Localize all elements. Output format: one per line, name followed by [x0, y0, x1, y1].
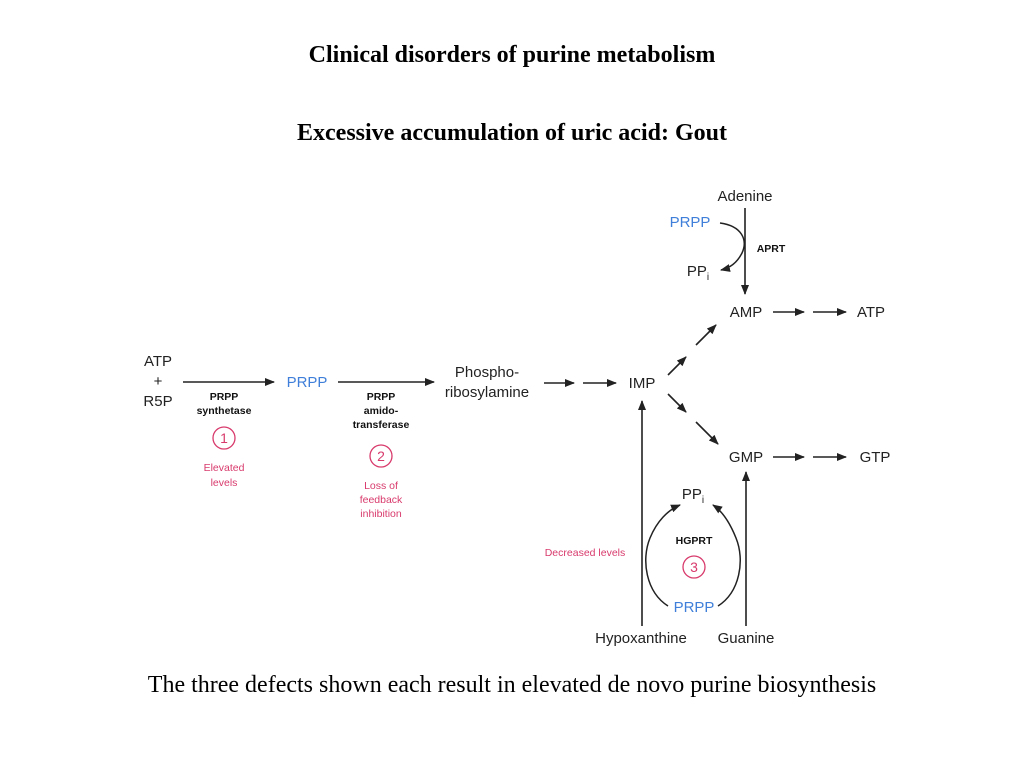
phosphoribosylamine-label-line2: ribosylamine	[445, 384, 529, 401]
guanine-label: Guanine	[718, 630, 775, 647]
adenine-label: Adenine	[717, 188, 772, 205]
prpp-aprt-label: PRPP	[670, 214, 711, 231]
slide-title: Clinical disorders of purine metabolism	[308, 42, 716, 68]
arrow-imp-to-amp-step1	[667, 356, 687, 376]
defect-3-number: 3	[690, 559, 698, 575]
arrow-imp-to-amp-step2	[695, 324, 717, 346]
prpp-hgprt-label: PRPP	[674, 599, 715, 616]
atp-product-label: ATP	[857, 304, 885, 321]
ppi-aprt-label: PPi	[687, 263, 709, 283]
hypoxanthine-label: Hypoxanthine	[595, 630, 687, 647]
r5p-label: R5P	[143, 393, 172, 410]
defect-2-number: 2	[377, 448, 385, 464]
hgprt-left-curved-arrow	[645, 504, 681, 607]
aprt-curved-arrow	[719, 222, 745, 272]
ppi-hgprt-label: PPi	[682, 486, 704, 506]
enzyme-prpp-synthetase-line1: PRPP	[210, 391, 239, 403]
defect-3-circle	[682, 555, 706, 579]
defect-1-note-line2: levels	[211, 477, 238, 489]
defect-1-note-line1: Elevated	[204, 462, 245, 474]
gmp-label: GMP	[729, 449, 763, 466]
enzyme-amidotransferase-line3: transferase	[353, 419, 410, 431]
defect-2-note-line1: Loss of	[364, 480, 398, 492]
ppi-hgprt-subscript: i	[702, 495, 704, 506]
defect-2-note-line3: inhibition	[360, 508, 402, 520]
defect-1-circle	[212, 426, 236, 450]
slide-caption: The three defects shown each result in e…	[147, 672, 877, 698]
amp-label: AMP	[730, 304, 763, 321]
hgprt-right-curved-arrow	[712, 504, 741, 607]
defect-2-circle	[369, 444, 393, 468]
atp-label: ATP	[144, 353, 172, 370]
defect-1-number: 1	[220, 430, 228, 446]
ppi-aprt-main: PP	[687, 263, 707, 280]
plus-sign: +	[154, 373, 163, 390]
arrow-imp-to-gmp-step2	[695, 421, 719, 445]
enzyme-aprt: APRT	[757, 243, 786, 255]
defect-2-note-line2: feedback	[360, 494, 403, 506]
imp-label: IMP	[629, 375, 656, 392]
slide-subtitle: Excessive accumulation of uric acid: Gou…	[297, 120, 727, 146]
enzyme-prpp-synthetase-line2: synthetase	[197, 405, 252, 417]
phosphoribosylamine-label-line1: Phospho-	[455, 364, 519, 381]
defect-3-note: Decreased levels	[545, 547, 626, 559]
gtp-label: GTP	[860, 449, 891, 466]
enzyme-amidotransferase-line2: amido-	[364, 405, 399, 417]
ppi-aprt-subscript: i	[707, 272, 709, 283]
enzyme-amidotransferase-line1: PRPP	[367, 391, 396, 403]
enzyme-hgprt: HGPRT	[676, 535, 713, 547]
arrow-imp-to-gmp-step1	[667, 393, 687, 413]
prpp-main-label: PRPP	[287, 374, 328, 391]
ppi-hgprt-main: PP	[682, 486, 702, 503]
